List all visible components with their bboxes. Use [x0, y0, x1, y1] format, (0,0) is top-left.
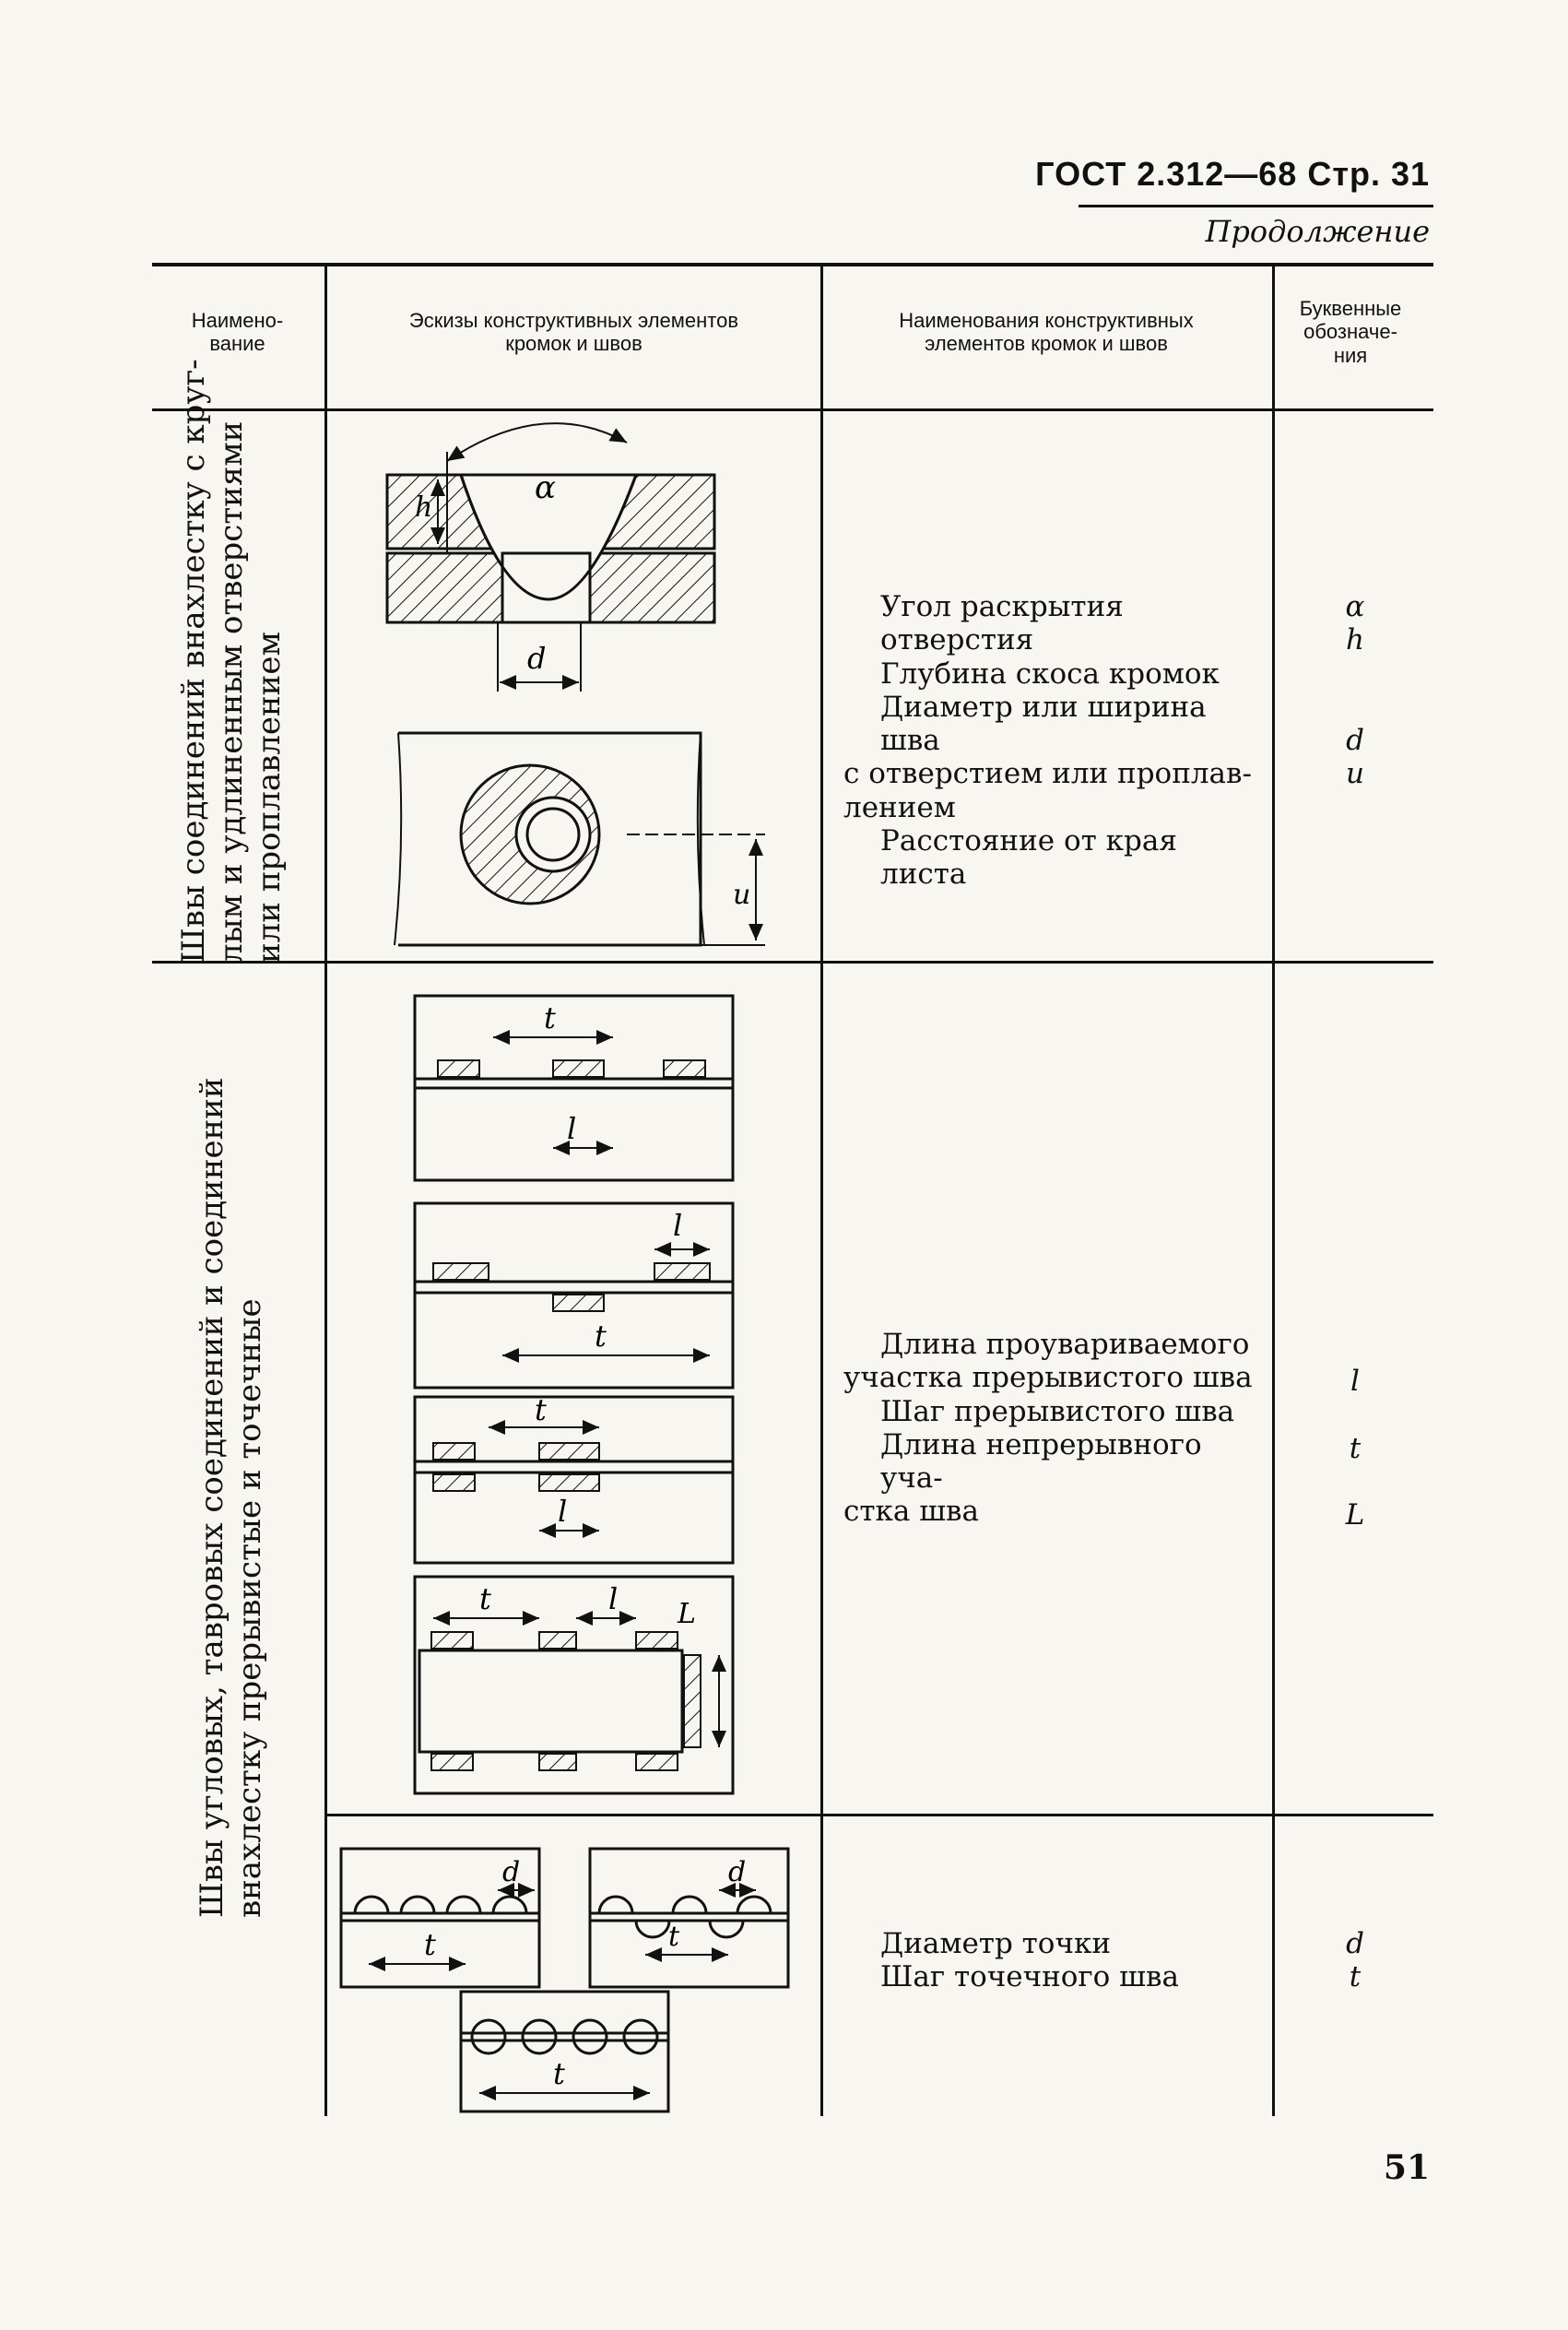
sketch-label-l: l	[673, 1208, 682, 1243]
element-name: Шаг точечного шва	[880, 1960, 1179, 1994]
element-name: Диаметр или ширина шва	[880, 690, 1207, 758]
sketch-label-d: d	[728, 1856, 746, 1888]
element-name: Глубина скоса кромок	[880, 656, 1220, 691]
sketch-lap-hole-section	[385, 422, 716, 692]
sketch-label-alpha: α	[535, 469, 556, 506]
sketch-spot-two-sided	[459, 1990, 670, 2113]
standard-reference: ГОСТ 2.312—68 Стр. 31	[1035, 155, 1430, 193]
sketch-plan-hole	[394, 731, 765, 947]
sketch-spot-chain	[339, 1847, 541, 1989]
page-number: 51	[1383, 2148, 1430, 2187]
symbol: l	[1350, 1365, 1360, 1398]
continuation-label: Продолжение	[1205, 214, 1430, 249]
sketch-intermittent-staggered	[413, 1201, 735, 1390]
element-name: Длина непрерывного уча-	[880, 1427, 1202, 1496]
sketch-label-u: u	[733, 879, 750, 911]
symbol: d	[1346, 724, 1364, 758]
element-name: лением	[843, 790, 956, 824]
sketch-label-t: t	[544, 1000, 556, 1035]
element-name: участка прерывистого шва	[843, 1361, 1253, 1395]
symbol: α	[1345, 590, 1365, 623]
element-names-row-3: Диаметр точки Шаг точечного шва	[880, 1927, 1267, 1994]
sketch-label-t: t	[479, 1581, 491, 1616]
symbol: t	[1349, 1960, 1362, 1994]
column-divider-1	[324, 263, 327, 2116]
column-divider-3	[1272, 263, 1275, 2116]
element-name: с отверстием или проплав-	[843, 757, 1252, 791]
sketch-intermittent-tee	[413, 1575, 735, 1795]
column-header-name: Наимено- вание	[191, 309, 284, 356]
element-names-row-2: Длина проувариваемого участка прерывисто…	[843, 1328, 1258, 1529]
sketch-label-l: l	[608, 1581, 618, 1616]
sketch-label-d: d	[527, 641, 546, 676]
element-name: Длина проувариваемого	[880, 1328, 1250, 1361]
sketch-label-l: l	[567, 1111, 576, 1146]
sketch-intermittent-chain	[413, 994, 735, 1182]
symbols-row-2: l t L	[1318, 1365, 1392, 1532]
sketch-label-L: L	[677, 1598, 696, 1630]
sketch-intermittent-two-sided	[413, 1395, 735, 1565]
symbol: h	[1346, 623, 1364, 657]
element-name: Угол раскрытия отверстия	[880, 590, 1124, 657]
column-header-sketches: Эскизы конструктивных элементов кромок и…	[408, 309, 739, 356]
column-header-element-names: Наименования конструктивных элементов кр…	[899, 309, 1194, 356]
element-name: Диаметр точки	[880, 1927, 1111, 1960]
sketch-label-l: l	[558, 1494, 567, 1529]
element-names-row-1: Угол раскрытия отверстия Глубина скоса к…	[843, 590, 1258, 891]
symbol: d	[1346, 1927, 1364, 1960]
symbols-row-1: α h d u	[1318, 590, 1392, 791]
table-header-rule	[152, 408, 1433, 411]
table-top-rule	[152, 263, 1433, 266]
element-name: Шаг прерывистого шва	[880, 1394, 1235, 1428]
element-name: Расстояние от края листа	[880, 823, 1177, 892]
sketch-label-d: d	[502, 1856, 520, 1888]
sketch-label-t: t	[595, 1319, 607, 1354]
sketch-spot-staggered	[588, 1847, 790, 1989]
sketch-label-h: h	[415, 491, 432, 524]
symbols-row-3: d t	[1318, 1927, 1392, 1994]
sketch-label-t: t	[535, 1392, 547, 1427]
element-name: стка шва	[843, 1495, 979, 1529]
column-header-symbols: Буквенные обозначе- ния	[1299, 297, 1402, 367]
symbol: L	[1345, 1498, 1365, 1532]
header-underline	[1079, 205, 1433, 207]
sketch-label-t: t	[553, 2056, 565, 2091]
symbol: t	[1349, 1431, 1362, 1465]
row-divider-1	[152, 961, 1433, 964]
column-divider-2	[820, 263, 823, 2116]
sketch-label-t: t	[668, 1921, 680, 1953]
symbol: u	[1346, 757, 1364, 791]
row-divider-2	[327, 1814, 1433, 1816]
sketch-label-t: t	[424, 1927, 436, 1962]
